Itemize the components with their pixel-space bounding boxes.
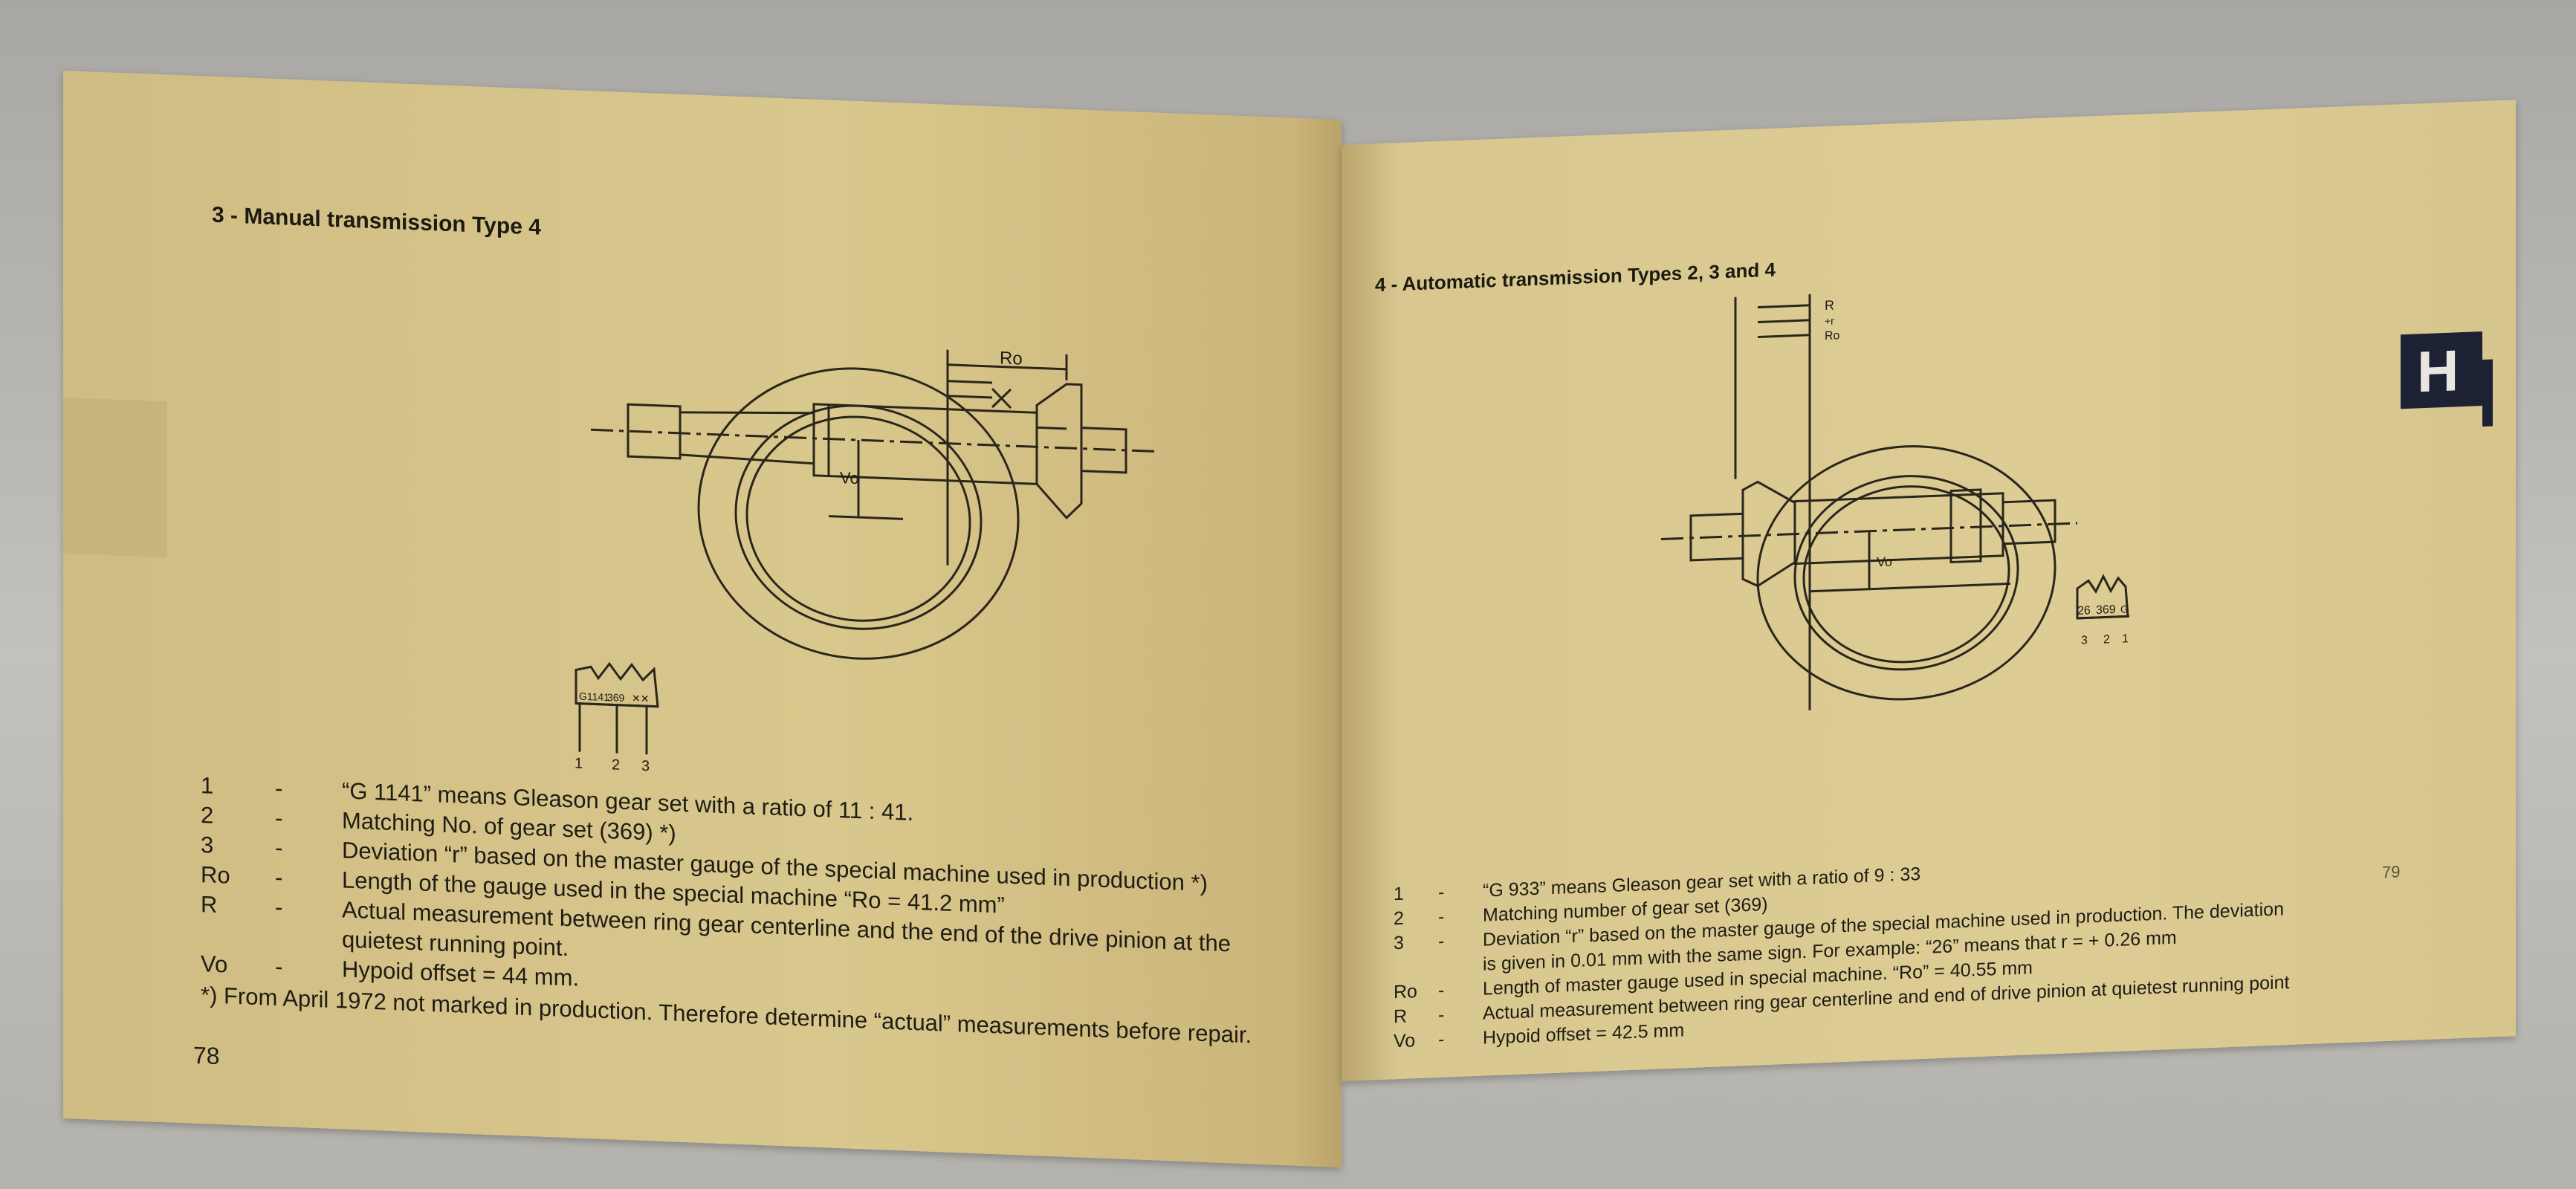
legend-dash: - [275,774,283,802]
legend-key: 2 [201,802,214,829]
legend-key: 3 [1394,932,1404,954]
legend-dash: - [1438,979,1445,1002]
legend-key: Vo [201,950,228,978]
gear-mark-3: G [2120,603,2129,615]
left-legend: 1-“G 1141” means Gleason gear set with a… [201,771,1293,1052]
right-page-heading: 4 - Automatic transmission Types 2, 3 an… [1375,258,1776,297]
page-thumb-tab [63,398,167,558]
legend-dash: - [275,804,283,832]
legend-dash: - [1438,1028,1445,1051]
legend-key: Ro [1394,981,1417,1003]
legend-dash: - [275,864,283,891]
legend-key: 3 [201,832,214,858]
left-page-number: 78 [193,1041,220,1070]
legend-key: R [201,891,218,918]
legend-key: 2 [1394,907,1404,930]
dim-label-vo: Vo [1877,554,1892,570]
gear-mark-3: ✕✕ [632,692,649,704]
callout-3: 3 [641,758,650,774]
pinion-ring-gear-diagram-manual: Ro Vo G1141 369 ✕✕ 1 2 3 [575,348,1156,774]
right-legend: 1-“G 933” means Gleason gear set with a … [1394,847,2300,1054]
callout-1: 1 [2122,632,2129,645]
dim-label-r: R [1825,298,1834,313]
legend-dash: - [275,953,283,980]
callout-3: 3 [2081,634,2088,647]
gear-mark-1: G1141 [579,690,609,704]
legend-key: R [1394,1005,1408,1028]
left-page: 3 - Manual transmission Type 4 [63,71,1342,1168]
legend-dash: - [1438,906,1445,928]
dim-label-ro: Ro [1825,329,1840,343]
gear-mark-2: 369 [2096,603,2116,617]
dim-label-ro: Ro [1000,348,1023,369]
dim-label-vo: Vo [840,468,859,487]
callout-1: 1 [575,755,583,771]
legend-dash: - [275,834,283,861]
left-page-heading: 3 - Manual transmission Type 4 [212,202,541,240]
legend-key: Ro [201,861,230,889]
legend-dash: - [275,893,283,921]
section-tab-letter: H [2417,337,2459,405]
legend-key: 1 [201,772,214,799]
gear-mark-2: 369 [607,691,625,704]
right-page: 4 - Automatic transmission Types 2, 3 an… [1342,100,2516,1082]
dim-label-plus-r: +r [1825,315,1834,328]
callout-2: 2 [2103,633,2110,646]
legend-dash: - [1438,881,1445,904]
gear-mark-1: 26 [2077,604,2091,618]
callout-2: 2 [612,757,620,773]
legend-dash: - [1438,1004,1445,1026]
legend-key: Vo [1394,1030,1416,1052]
legend-key: 1 [1394,883,1404,905]
right-page-number: 79 [2382,862,2401,882]
section-h-tab[interactable]: H [2401,331,2482,409]
pinion-ring-gear-diagram-automatic: R +r Ro Vo 26 369 G 3 2 1 [1661,294,2129,710]
legend-dash: - [1438,930,1445,953]
